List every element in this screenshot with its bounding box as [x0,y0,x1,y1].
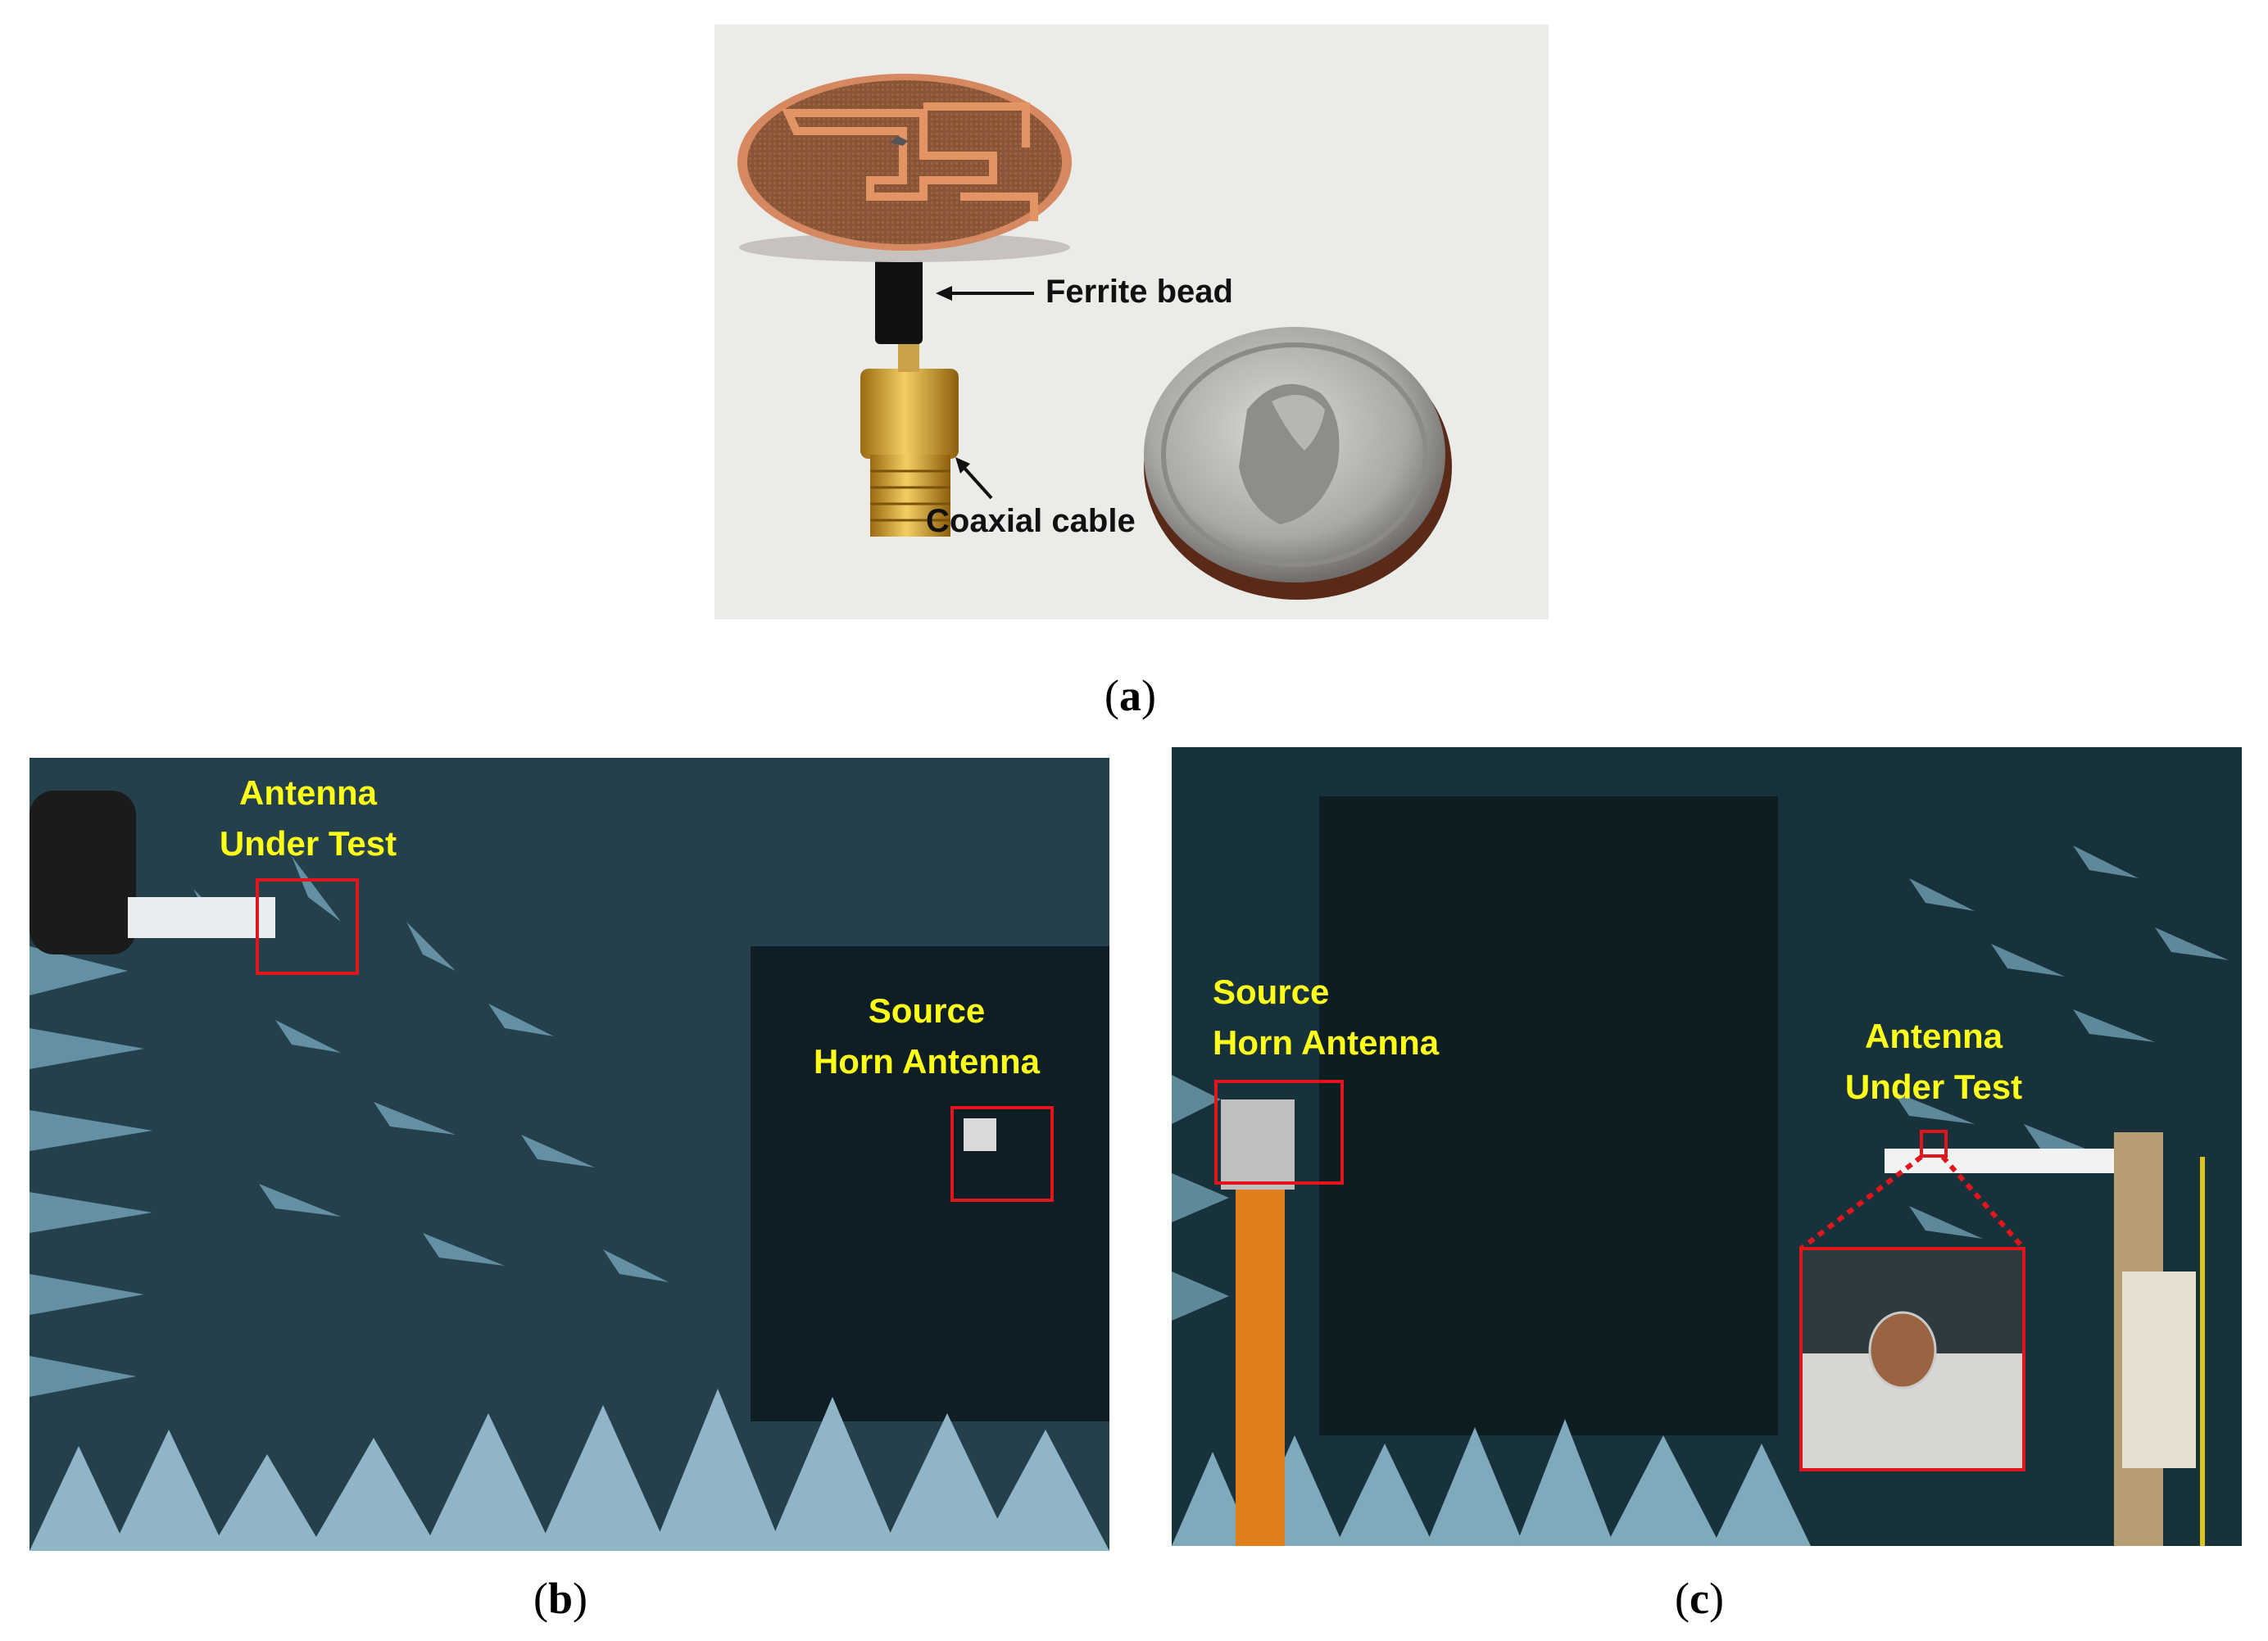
aut-inset-frame [1799,1247,2025,1471]
sma-connector [860,336,959,537]
antenna-photo: Ferrite bead Coaxial cable [714,25,1549,619]
zoom-line-right [1940,1155,2026,1250]
chamber-scene-c [1172,747,2242,1546]
aut-highlight-box [256,878,359,975]
anechoic-chamber-photo-c: Source Horn Antenna Antenna Under Test [1172,747,2242,1546]
disc-antenna [737,74,1072,262]
zoom-line-left [1799,1154,1923,1251]
source-highlight-box-c [1214,1080,1344,1185]
source-horn-c [1221,1099,1295,1190]
source-horn [964,1118,996,1151]
aut-arm [1885,1149,2130,1173]
source-label-b: Source Horn Antenna [813,991,1041,1081]
source-label-c: Source Horn Antenna [1213,972,1440,1062]
coax-arrow [960,464,993,500]
caption-a: (a) [1105,671,1156,720]
aut-inset [1801,1249,2024,1470]
aut-label-c: Antenna Under Test [1844,1017,2023,1106]
anechoic-chamber-photo-b: Antenna Under Test Source Horn Antenna [29,758,1109,1551]
antenna-photo-scene [714,25,1549,619]
quarter-coin [1144,327,1452,600]
coaxial-cable-label: Coaxial cable [926,503,1136,539]
back-wall [751,946,1109,1421]
back-wall-c [1319,796,1778,1435]
caption-c: (c) [1675,1574,1724,1623]
aut-highlight-box-c [1920,1130,1948,1158]
aut-label-b: Antenna Under Test [219,773,397,863]
ferrite-bead [875,242,923,344]
source-highlight-box [950,1106,1054,1202]
orange-post [1236,1190,1285,1546]
chamber-scene-b [29,758,1109,1551]
caption-b: (b) [533,1574,588,1623]
positioner [29,791,275,954]
ferrite-bead-label: Ferrite bead [1046,274,1233,310]
